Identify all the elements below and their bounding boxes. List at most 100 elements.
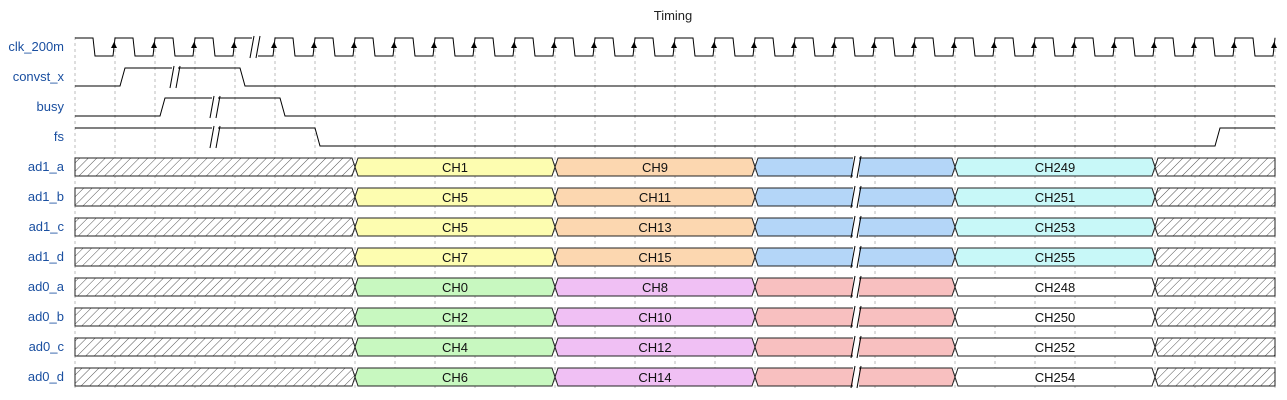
bus-segment: [74, 277, 356, 297]
bus-segment-label: CH5: [442, 220, 468, 235]
bus-segment: [354, 247, 556, 267]
bus-segment: [74, 157, 356, 177]
bus-segment-label: CH8: [642, 280, 668, 295]
busy-wave: [75, 97, 1275, 117]
bus-segment: [354, 277, 556, 297]
signal-label: ad0_a: [28, 279, 65, 294]
rising-edge-arrow: [191, 42, 197, 48]
bus-segment: [354, 307, 556, 327]
bus-segment: [554, 187, 756, 207]
gap-mark: [850, 155, 862, 179]
bus-segment: [554, 367, 756, 387]
bus-segment-label: CH11: [639, 190, 671, 205]
bus-segment-label: CH13: [638, 220, 671, 235]
signal-label: ad0_b: [28, 309, 64, 324]
rising-edge-arrow: [231, 42, 237, 48]
signal-label: fs: [54, 129, 65, 144]
rising-edge-arrow: [1151, 42, 1157, 48]
signal-label: ad1_a: [28, 159, 65, 174]
fs-wave: [75, 127, 1275, 147]
bus-segment-label: CH249: [1035, 160, 1075, 175]
bus-segment-label: CH251: [1035, 190, 1075, 205]
bus-segment: [354, 337, 556, 357]
gap-mark: [850, 185, 862, 209]
bus-segment: [1154, 187, 1276, 207]
gap-mark: [850, 335, 862, 359]
rising-edge-arrow: [991, 42, 997, 48]
gap-mark: [209, 125, 221, 149]
convst_x-wave: [75, 67, 1275, 87]
rising-edge-arrow: [551, 42, 557, 48]
signal-label: ad1_c: [29, 219, 65, 234]
gap-mark: [249, 35, 261, 59]
signal-label: ad0_d: [28, 369, 64, 384]
bus-segment-label: CH14: [638, 370, 671, 385]
bus-segment: [74, 217, 356, 237]
bus-segment: [1154, 157, 1276, 177]
rising-edge-arrow: [951, 42, 957, 48]
clock-wave: [75, 37, 1276, 57]
rising-edge-arrow: [1031, 42, 1037, 48]
signal-label: ad1_d: [28, 249, 64, 264]
bus-segment-label: CH252: [1035, 340, 1075, 355]
bus-segment: [74, 247, 356, 267]
rising-edge-arrow: [631, 42, 637, 48]
bus-segment-label: CH10: [638, 310, 671, 325]
gap-mark: [850, 275, 862, 299]
bus-segment-label: CH254: [1035, 370, 1075, 385]
gap-mark: [169, 65, 181, 89]
gap-mark: [850, 245, 862, 269]
bus-segment-label: CH12: [638, 340, 671, 355]
rising-edge-arrow: [311, 42, 317, 48]
bus-segment-label: CH253: [1035, 220, 1075, 235]
bus-segment: [954, 217, 1156, 237]
bus-segment: [354, 367, 556, 387]
bus-segment-label: CH6: [442, 370, 468, 385]
bus-segment-label: CH0: [442, 280, 468, 295]
bus-segment: [554, 157, 756, 177]
signal-labels: clk_200mconvst_xbusyfsad1_aad1_bad1_cad1…: [8, 39, 64, 384]
bus-segment: [354, 217, 556, 237]
rising-edge-arrow: [151, 42, 157, 48]
bus-segment: [354, 157, 556, 177]
bus-segment: [74, 187, 356, 207]
bus-segment: [74, 307, 356, 327]
signal-label: ad1_b: [28, 189, 64, 204]
bus-segment: [554, 217, 756, 237]
gap-mark: [209, 95, 221, 119]
rising-edge-arrow: [391, 42, 397, 48]
signal-label: busy: [37, 99, 65, 114]
bus-segment: [74, 337, 356, 357]
grid-lines: [74, 37, 1276, 389]
rising-edge-arrow: [111, 42, 117, 48]
bus-segment: [954, 277, 1156, 297]
rising-edge-arrow: [1231, 42, 1237, 48]
rising-edge-arrow: [791, 42, 797, 48]
bus-segment-label: CH250: [1035, 310, 1075, 325]
bus-segment: [554, 247, 756, 267]
rising-edge-arrow: [471, 42, 477, 48]
bus-segment: [354, 187, 556, 207]
bus-segment-label: CH4: [442, 340, 468, 355]
gap-mark: [850, 305, 862, 329]
signal-label: ad0_c: [29, 339, 65, 354]
rising-edge-arrow: [831, 42, 837, 48]
rising-edge-arrow: [711, 42, 717, 48]
bus-segment-label: CH248: [1035, 280, 1075, 295]
bus-segment-label: CH255: [1035, 250, 1075, 265]
bus-segment: [954, 247, 1156, 267]
bus-segment: [1154, 277, 1276, 297]
bus-segment: [954, 307, 1156, 327]
bus-segment-label: CH15: [638, 250, 671, 265]
bus-segment-label: CH7: [442, 250, 468, 265]
bus-segment: [554, 307, 756, 327]
gap-mark: [850, 215, 862, 239]
bus-segment: [1154, 247, 1276, 267]
bus-segment-label: CH1: [442, 160, 468, 175]
signal-label: convst_x: [13, 69, 65, 84]
bus-segment-label: CH2: [442, 310, 468, 325]
bus-segment: [954, 337, 1156, 357]
rising-edge-arrow: [911, 42, 917, 48]
rising-edge-arrow: [1271, 42, 1277, 48]
